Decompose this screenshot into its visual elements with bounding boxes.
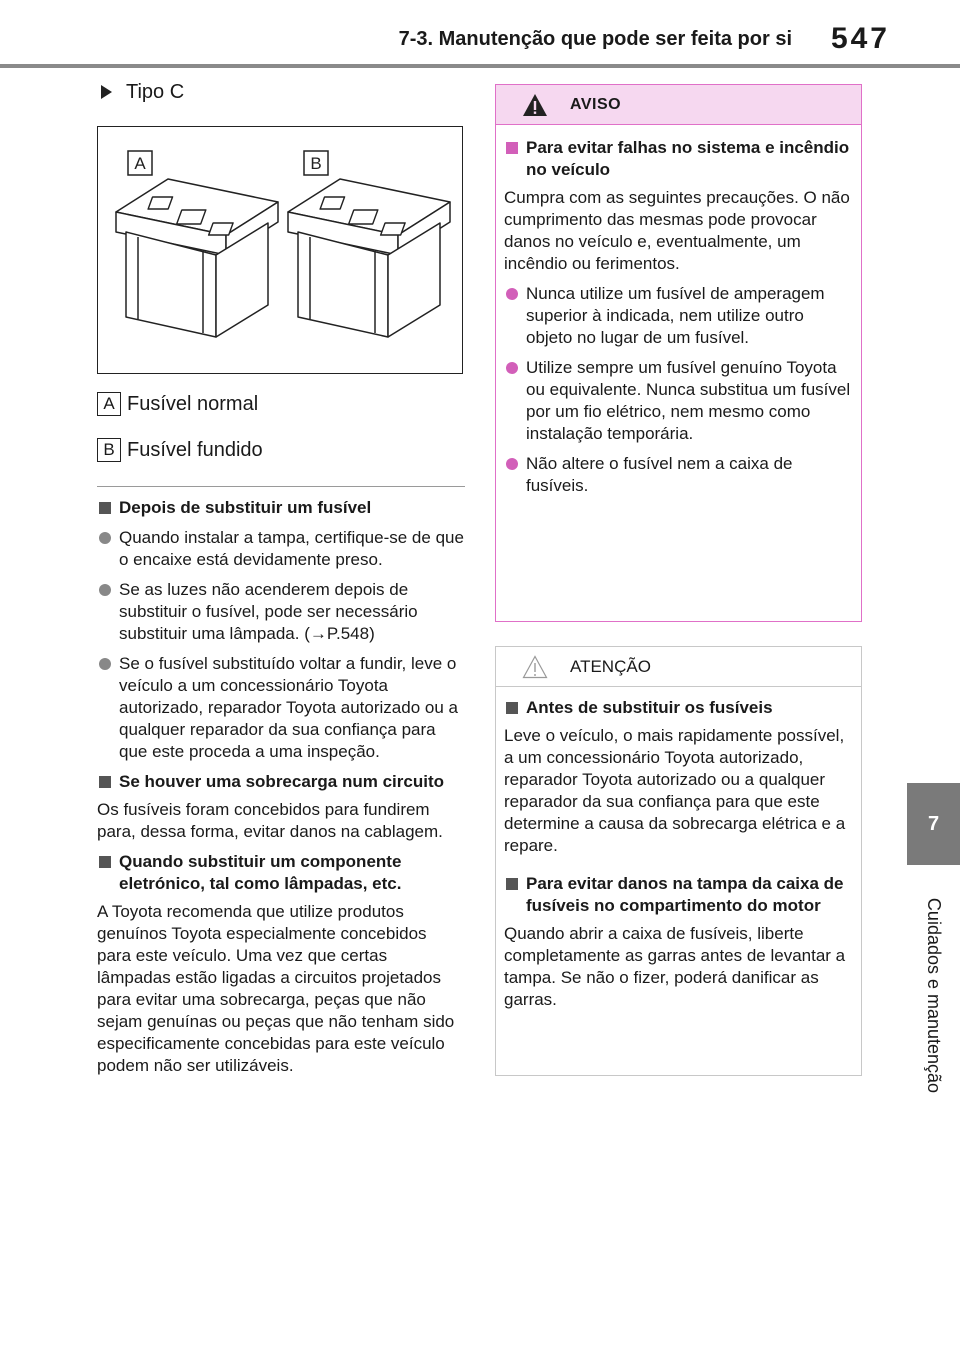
figure-letter-b: B — [310, 154, 321, 173]
chapter-tab: 7 — [907, 783, 960, 865]
square-bullet-icon — [506, 878, 518, 890]
bullet-item: Se o fusível substituído voltar a fundir… — [97, 653, 465, 763]
section-heading: Se houver uma sobrecarga num circuito — [97, 771, 465, 793]
warning-triangle-icon — [523, 93, 547, 116]
section-divider — [97, 486, 465, 487]
caution-heading: Antes de substituir os fusíveis — [504, 697, 851, 719]
bullet-item: Nunca utilize um fusível de amperagem su… — [504, 283, 851, 349]
caution-triangle-icon — [522, 654, 548, 678]
section-text: A Toyota recomenda que utilize produtos … — [97, 902, 455, 1075]
type-heading: Tipo C — [97, 78, 465, 106]
page-number: 547 — [830, 22, 890, 55]
page-header: 7-3. Manutenção que pode ser feita por s… — [0, 0, 960, 68]
bullet-item: Se as luzes não acenderem depois de subs… — [97, 579, 465, 645]
caution-label: ATENÇÃO — [570, 656, 651, 676]
caution-text: Leve o veículo, o mais rapidamente possí… — [504, 726, 846, 855]
section-heading: Depois de substituir um fusível — [97, 497, 465, 519]
warning-header: AVISO — [496, 85, 861, 125]
warning-heading: Para evitar falhas no sistema e incêndio… — [504, 137, 851, 181]
round-bullet-icon — [506, 288, 518, 300]
bullet-item: Utilize sempre um fusível genuíno Toyota… — [504, 357, 851, 445]
left-column: Tipo C A B — [97, 78, 465, 1077]
legend-letter: B — [97, 438, 121, 462]
legend-letter: A — [97, 392, 121, 416]
chapter-tab-label: Cuidados e manutenção — [924, 897, 945, 1093]
round-bullet-icon — [506, 458, 518, 470]
triangle-bullet-icon — [101, 85, 112, 99]
section-heading: Quando substituir um componente eletróni… — [97, 851, 465, 895]
chapter-tab-label-wrap: Cuidados e manutenção — [907, 865, 960, 1125]
round-bullet-icon — [99, 658, 111, 670]
square-bullet-icon — [99, 856, 111, 868]
square-bullet-icon — [99, 502, 111, 514]
legend-item: B Fusível fundido — [97, 434, 465, 466]
warning-body: Para evitar falhas no sistema e incêndio… — [496, 125, 861, 497]
figure-letter-a: A — [134, 154, 146, 173]
legend-text: Fusível normal — [127, 392, 259, 415]
caution-heading: Para evitar danos na tampa da caixa de f… — [504, 873, 851, 917]
legend-text: Fusível fundido — [127, 438, 263, 461]
legend-item: A Fusível normal — [97, 388, 465, 420]
round-bullet-icon — [99, 532, 111, 544]
figure-legend: A Fusível normal B Fusível fundido — [97, 388, 465, 466]
round-bullet-icon — [99, 584, 111, 596]
type-label: Tipo C — [126, 80, 185, 103]
warning-box: AVISO Para evitar falhas no sistema e in… — [495, 84, 862, 622]
caution-header: ATENÇÃO — [496, 647, 861, 687]
bullet-item: Não altere o fusível nem a caixa de fusí… — [504, 453, 851, 497]
section-text: Os fusíveis foram concebidos para fundir… — [97, 800, 443, 841]
square-bullet-icon — [506, 142, 518, 154]
warning-label: AVISO — [570, 95, 622, 113]
caution-box: ATENÇÃO Antes de substituir os fusíveis … — [495, 646, 862, 1076]
warning-intro: Cumpra com as seguintes precauções. O nã… — [504, 188, 850, 273]
square-bullet-icon — [99, 776, 111, 788]
caution-text: Quando abrir a caixa de fusíveis, libert… — [504, 924, 846, 1009]
header-divider — [0, 64, 960, 68]
fuse-drawing-icon: A B — [115, 150, 451, 338]
round-bullet-icon — [506, 362, 518, 374]
square-bullet-icon — [506, 702, 518, 714]
section-title: 7-3. Manutenção que pode ser feita por s… — [398, 28, 792, 50]
caution-body: Antes de substituir os fusíveis Leve o v… — [496, 687, 861, 1011]
fuse-illustration: A B — [97, 126, 463, 374]
bullet-item: Quando instalar a tampa, certifique-se d… — [97, 527, 465, 571]
